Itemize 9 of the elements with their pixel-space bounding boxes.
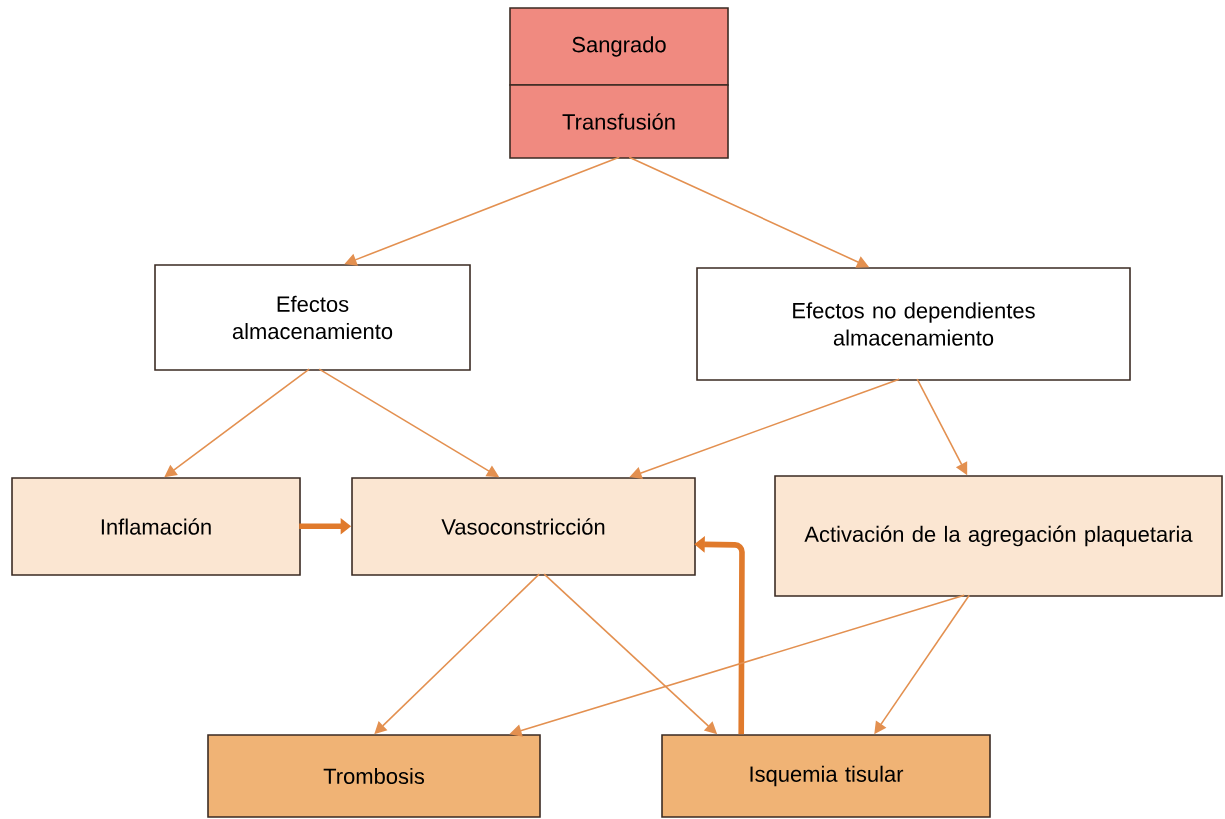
process-box: Efectos no dependientes almacenamiento xyxy=(696,267,1131,381)
process-box: Activación de la agregación plaquetaria xyxy=(774,475,1223,597)
process-box: Trombosis xyxy=(207,734,541,818)
process-box: Sangrado xyxy=(509,7,729,86)
process-box: Isquemia tisular xyxy=(661,734,991,818)
process-box: Vasoconstricción xyxy=(351,477,696,576)
process-box: Inflamación xyxy=(11,477,301,576)
process-box: Transfusión xyxy=(509,84,729,159)
process-box: Efectos almacenamiento xyxy=(154,264,471,371)
